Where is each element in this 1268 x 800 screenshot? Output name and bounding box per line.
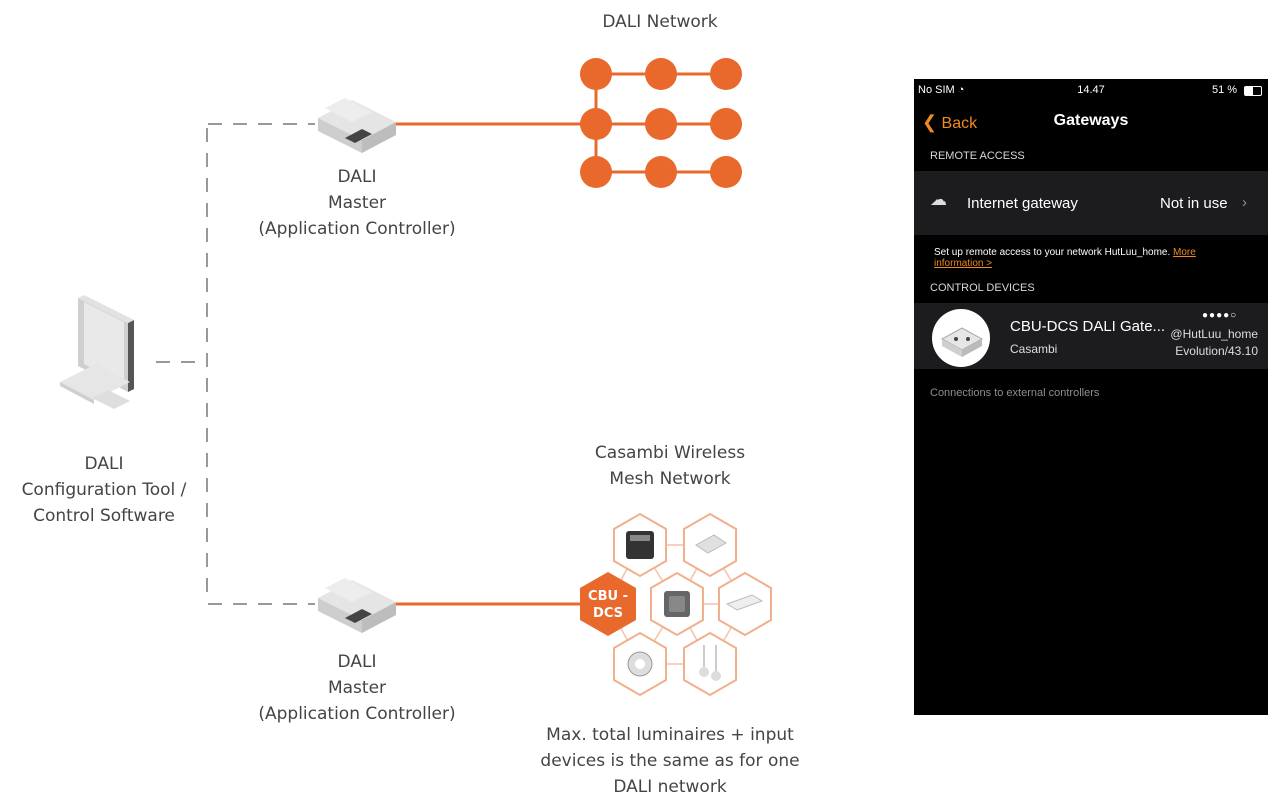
- casambi-mesh: [580, 512, 772, 697]
- footnote: Max. total luminaires + input devices is…: [510, 722, 830, 800]
- more-information-link[interactable]: More: [1173, 247, 1196, 258]
- back-label: Back: [941, 115, 978, 132]
- footnote-line-2: devices is the same as for one: [540, 751, 800, 771]
- gateway-device-icon: [940, 327, 984, 357]
- device-vendor: Casambi: [1010, 342, 1058, 356]
- pc-label: DALI Configuration Tool / Control Softwa…: [4, 451, 204, 529]
- pc-label-line-2: Configuration Tool /: [21, 480, 187, 500]
- cbu-badge-line-2: DCS: [593, 606, 623, 621]
- cbu-dcs-badge-text: CBU - DCS: [580, 588, 636, 622]
- casambi-title-line-2: Mesh Network: [609, 469, 731, 489]
- dali-master-device-icon: [318, 578, 396, 633]
- device-firmware: Evolution/43.10: [1175, 344, 1258, 358]
- status-battery: 51 %: [1212, 84, 1237, 96]
- computer-icon: [60, 295, 134, 409]
- master-bottom-line-1: DALI: [337, 652, 377, 672]
- internet-gateway-value: Not in use: [1160, 195, 1228, 212]
- master-bottom-label: DALI Master (Application Controller): [257, 649, 457, 727]
- battery-icon: [1244, 86, 1262, 96]
- footnote-line-1: Max. total luminaires + input: [546, 725, 794, 745]
- signal-strength-icon: ●●●●○: [1202, 310, 1238, 321]
- master-bottom-line-2: Master: [327, 678, 387, 698]
- battery-label: 51 %: [1212, 84, 1238, 96]
- chevron-right-icon: ›: [1242, 194, 1247, 211]
- master-top-line-2: Master: [327, 193, 387, 213]
- casambi-device-icon: [683, 631, 737, 697]
- dali-diagram: [60, 58, 772, 697]
- master-top-label: DALI Master (Application Controller): [257, 164, 457, 242]
- cloud-upload-icon: ☁: [930, 190, 947, 209]
- cbu-dcs-badge: [580, 572, 636, 636]
- remote-access-header: REMOTE ACCESS: [930, 150, 1025, 162]
- phone-screen: No SIM ◔ 14.47 51 % ❮ Back Gateways REMO…: [914, 79, 1268, 715]
- dali-network-title: DALI Network: [602, 12, 718, 32]
- footnote-line-3: DALI network: [613, 777, 727, 797]
- master-bottom-line-3: (Application Controller): [258, 704, 456, 724]
- dali-node-icon: [580, 58, 742, 188]
- pc-label-line-1: DALI: [84, 454, 124, 474]
- status-carrier: No SIM ◔: [918, 84, 964, 96]
- master-top-line-1: DALI: [337, 167, 377, 187]
- carrier-label: No SIM: [918, 84, 955, 96]
- internet-gateway-row[interactable]: ☁ Internet gateway Not in use ›: [914, 171, 1268, 235]
- status-time: 14.47: [1077, 84, 1105, 96]
- remote-access-info-text: Set up remote access to your network Hut…: [934, 247, 1171, 258]
- remote-access-info: Set up remote access to your network Hut…: [934, 247, 1264, 269]
- dali-bus-lines: [396, 72, 726, 606]
- page-title: Gateways: [1053, 112, 1129, 129]
- master-top-line-3: (Application Controller): [258, 219, 456, 239]
- internet-gateway-label: Internet gateway: [967, 195, 1078, 212]
- back-button[interactable]: ❮ Back: [922, 112, 977, 133]
- more-information-link-2[interactable]: information >: [934, 258, 993, 269]
- gateway-device-row[interactable]: CBU-DCS DALI Gate... Casambi ●●●●○ @HutL…: [914, 303, 1268, 369]
- control-devices-header: CONTROL DEVICES: [930, 282, 1035, 294]
- device-name: CBU-DCS DALI Gate...: [1010, 318, 1166, 335]
- dali-master-device-icon: [318, 98, 396, 153]
- casambi-title-line-1: Casambi Wireless: [594, 443, 746, 463]
- device-network: @HutLuu_home: [1170, 327, 1258, 341]
- cbu-badge-line-1: CBU -: [588, 589, 628, 604]
- external-controllers-link[interactable]: Connections to external controllers: [930, 387, 1100, 399]
- chevron-left-icon: ❮: [922, 112, 938, 132]
- gateway-device-avatar: [932, 309, 990, 367]
- casambi-title: Casambi Wireless Mesh Network: [570, 440, 770, 492]
- dashed-links: [156, 123, 315, 605]
- wifi-icon: ◔: [957, 84, 965, 96]
- pc-label-line-3: Control Software: [33, 506, 175, 526]
